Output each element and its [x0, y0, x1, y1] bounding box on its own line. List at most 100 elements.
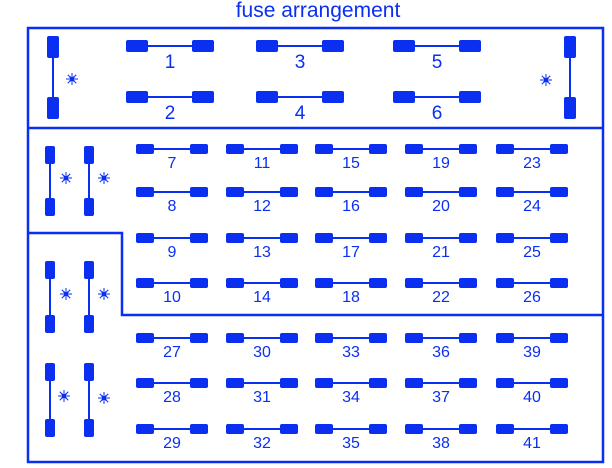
fuse-terminal	[226, 424, 244, 434]
fuse-number: 35	[342, 435, 360, 452]
fuse-number: 31	[253, 389, 271, 406]
fuse-number: 9	[168, 244, 177, 261]
fuse-terminal	[126, 40, 148, 52]
fuse-terminal	[315, 187, 333, 197]
fuse-28: 28	[136, 378, 208, 406]
fuse-number: 29	[163, 435, 181, 452]
fuse-22: 22	[405, 278, 477, 306]
fuse-25: 25	[496, 233, 568, 261]
fuse-terminal	[405, 187, 423, 197]
fuse-36: 36	[405, 333, 477, 361]
fuse-terminal	[496, 187, 514, 197]
relay	[47, 36, 78, 119]
relay	[84, 363, 110, 437]
fuse-number: 10	[163, 289, 181, 306]
fuse-terminal	[190, 424, 208, 434]
fuse-number: 18	[342, 289, 360, 306]
fuse-number: 12	[253, 198, 271, 215]
fuse-number: 3	[295, 52, 306, 73]
relay	[84, 146, 110, 216]
fuse-number: 25	[523, 244, 541, 261]
fuse-number: 32	[253, 435, 271, 452]
fuse-terminal	[315, 144, 333, 154]
fuse-terminal	[459, 233, 477, 243]
fuse-terminal	[136, 187, 154, 197]
fuse-number: 11	[254, 155, 271, 172]
light-icon	[98, 172, 110, 184]
fuse-terminal	[256, 91, 278, 103]
fuse-6: 6	[393, 91, 481, 124]
fuse-terminal	[369, 378, 387, 388]
fuse-terminal	[496, 424, 514, 434]
fuse-terminal	[280, 333, 298, 343]
fuse-7: 7	[136, 144, 208, 172]
fuse-terminal	[136, 278, 154, 288]
fuse-40: 40	[496, 378, 568, 406]
fuse-number: 13	[253, 244, 271, 261]
fuse-number: 34	[342, 389, 360, 406]
fuse-39: 39	[496, 333, 568, 361]
fuse-number: 14	[253, 289, 271, 306]
fuse-23: 23	[496, 144, 568, 172]
fuse-37: 37	[405, 378, 477, 406]
fuse-terminal	[226, 378, 244, 388]
fuse-terminal	[315, 233, 333, 243]
fuse-terminal	[550, 378, 568, 388]
fuse-terminal	[280, 144, 298, 154]
fuse-number: 20	[432, 198, 450, 215]
fuse-terminal	[315, 424, 333, 434]
fuse-18: 18	[315, 278, 387, 306]
fuse-15: 15	[315, 144, 387, 172]
fuse-terminal	[369, 424, 387, 434]
fuse-number: 15	[342, 155, 360, 172]
fuse-terminal	[405, 278, 423, 288]
fuse-33: 33	[315, 333, 387, 361]
fuse-terminal	[405, 378, 423, 388]
fuse-terminal	[405, 333, 423, 343]
fuse-38: 38	[405, 424, 477, 452]
fuse-26: 26	[496, 278, 568, 306]
light-icon	[66, 73, 78, 85]
fuse-number: 2	[165, 103, 176, 124]
fuse-terminal	[190, 233, 208, 243]
fuse-number: 7	[168, 155, 177, 172]
fuse-9: 9	[136, 233, 208, 261]
fuse-terminal	[405, 424, 423, 434]
fuse-30: 30	[226, 333, 298, 361]
fuse-terminal	[315, 378, 333, 388]
fuse-19: 19	[405, 144, 477, 172]
fuse-terminal	[550, 144, 568, 154]
fuse-terminal	[226, 233, 244, 243]
fuse-terminal	[322, 91, 344, 103]
fuse-terminal	[550, 424, 568, 434]
fuse-terminal	[459, 424, 477, 434]
fuse-number: 30	[253, 344, 271, 361]
fuse-terminal	[550, 278, 568, 288]
fuse-terminal	[459, 187, 477, 197]
fuse-number: 16	[342, 198, 360, 215]
fuse-14: 14	[226, 278, 298, 306]
fuse-terminal	[190, 187, 208, 197]
fuse-terminal	[136, 424, 154, 434]
relay	[45, 146, 72, 216]
fuse-number: 39	[523, 344, 541, 361]
fuse-terminal	[190, 378, 208, 388]
fuse-terminal	[136, 233, 154, 243]
fuse-terminal	[496, 378, 514, 388]
fuse-number: 4	[295, 103, 306, 124]
fuse-number: 36	[432, 344, 450, 361]
fuse-terminal	[369, 144, 387, 154]
diagram-title: fuse arrangement	[236, 0, 401, 22]
fuse-terminal	[280, 187, 298, 197]
fuse-terminal	[393, 91, 415, 103]
fuse-number: 41	[523, 435, 541, 452]
fuse-number: 5	[432, 52, 443, 73]
fuse-17: 17	[315, 233, 387, 261]
fuse-12: 12	[226, 187, 298, 215]
fuse-31: 31	[226, 378, 298, 406]
light-icon	[60, 172, 72, 184]
fuse-terminal	[459, 333, 477, 343]
fuse-10: 10	[136, 278, 208, 306]
fuse-number: 1	[165, 52, 176, 73]
